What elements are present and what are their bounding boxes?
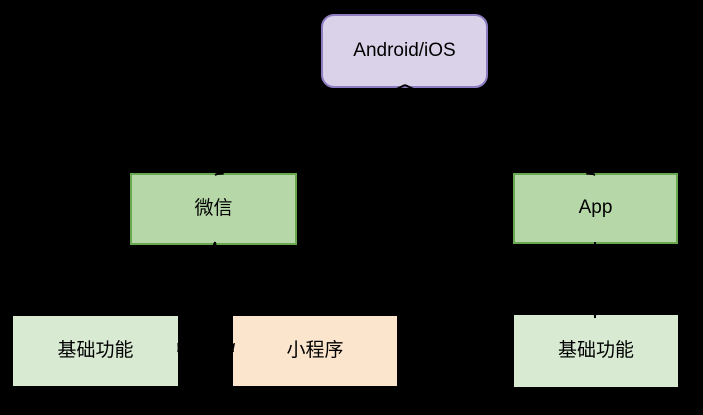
node-wechat-label: 微信 [194,197,233,219]
node-android-ios: Android/iOS [321,14,488,88]
node-basic-functions-right-label: 基础功能 [557,339,634,361]
edge-androidios-to-wechat [214,84,406,176]
node-basic-functions-left-label: 基础功能 [57,339,134,361]
node-basic-functions-right: 基础功能 [514,315,678,387]
node-wechat: 微信 [130,173,297,245]
node-app: App [513,173,678,244]
node-mini-program-label: 小程序 [286,339,344,361]
node-android-ios-label: Android/iOS [353,39,456,61]
node-mini-program: 小程序 [233,316,397,386]
edge-androidios-to-app [404,84,596,176]
edge-wechat-to-basicleft [177,241,216,353]
node-app-label: App [578,197,613,219]
node-basic-functions-left: 基础功能 [13,316,178,386]
edge-wechat-to-miniprogram [214,241,236,353]
